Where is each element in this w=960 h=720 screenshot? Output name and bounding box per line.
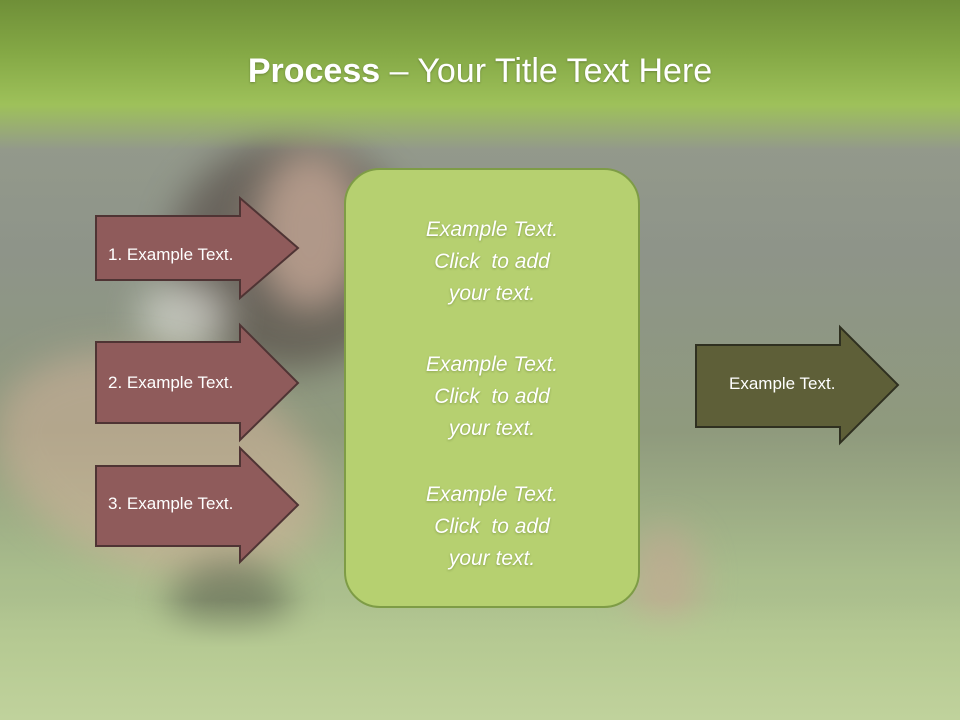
- center-text-2-line-2: Click to add: [434, 385, 550, 408]
- center-text-3-line-3: your text.: [448, 547, 536, 570]
- center-text-1-line-1: Example Text.: [425, 218, 559, 241]
- center-content-box[interactable]: Example Text. Click to add your text. Ex…: [344, 168, 640, 608]
- center-text-3-line-2: Click to add: [434, 515, 550, 538]
- center-text-2-line-1: Example Text.: [425, 353, 559, 376]
- center-text-1-line-2: Click to add: [434, 250, 550, 273]
- step-arrow-1-label: 1. Example Text.: [108, 245, 234, 264]
- center-text-3-line-1: Example Text.: [425, 483, 559, 506]
- output-arrow[interactable]: Example Text.: [695, 324, 900, 446]
- output-arrow-label: Example Text.: [729, 374, 836, 393]
- step-arrow-2[interactable]: 2. Example Text.: [95, 322, 300, 443]
- background-photo-shirt: [140, 280, 230, 350]
- center-text-block-2[interactable]: Example Text. Click to add your text.: [346, 349, 638, 445]
- center-text-1-line-3: your text.: [448, 282, 536, 305]
- step-arrow-2-label: 2. Example Text.: [108, 373, 234, 392]
- center-text-block-1[interactable]: Example Text. Click to add your text.: [346, 214, 638, 310]
- step-arrow-3[interactable]: 3. Example Text.: [95, 445, 300, 565]
- background-photo-grass: [0, 600, 960, 720]
- center-text-2-line-3: your text.: [448, 417, 536, 440]
- slide-title[interactable]: Process – Your Title Text Here: [0, 52, 960, 91]
- title-banner: [0, 0, 960, 150]
- title-bold: Process: [247, 52, 381, 90]
- step-arrow-1[interactable]: 1. Example Text.: [95, 195, 300, 301]
- title-rest: – Your Title Text Here: [380, 52, 713, 90]
- step-arrow-3-label: 3. Example Text.: [108, 494, 234, 513]
- center-text-block-3[interactable]: Example Text. Click to add your text.: [346, 479, 638, 575]
